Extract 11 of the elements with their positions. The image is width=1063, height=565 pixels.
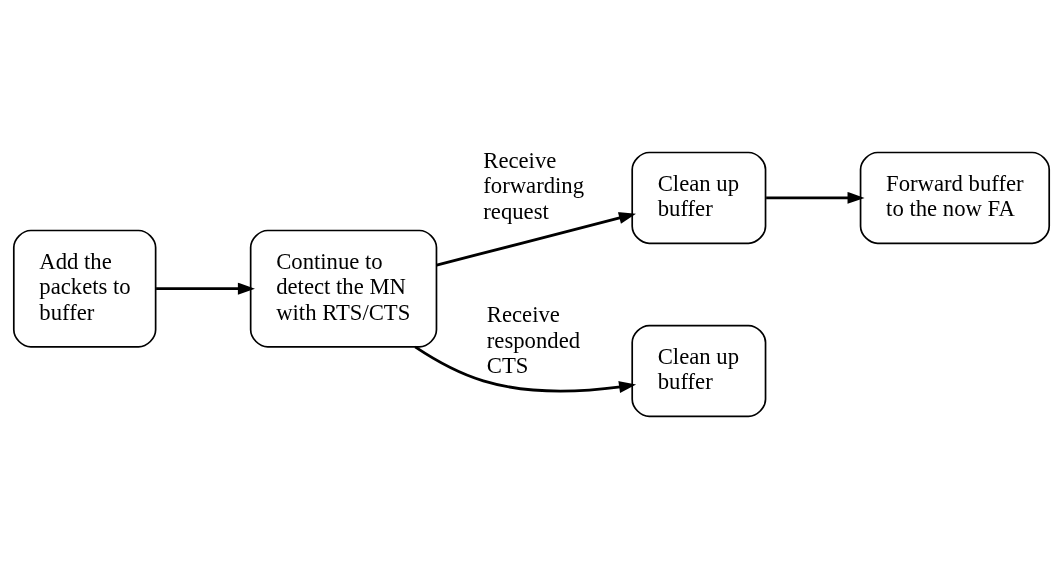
node-box: Continue to detect the MN with RTS/CTS <box>249 229 438 348</box>
node-box: Clean up buffer <box>631 151 767 244</box>
arrow <box>436 211 636 266</box>
arrow <box>414 345 637 393</box>
edge-label: Receive responded CTS <box>486 301 581 378</box>
node-box: Add the packets to buffer <box>12 229 157 348</box>
node-box: Forward buffer to the now FA <box>859 151 1051 244</box>
arrow <box>156 282 255 295</box>
edge-label: Receive forwarding request <box>483 147 585 224</box>
node-box: Clean up buffer <box>631 324 767 417</box>
arrow <box>766 191 865 204</box>
